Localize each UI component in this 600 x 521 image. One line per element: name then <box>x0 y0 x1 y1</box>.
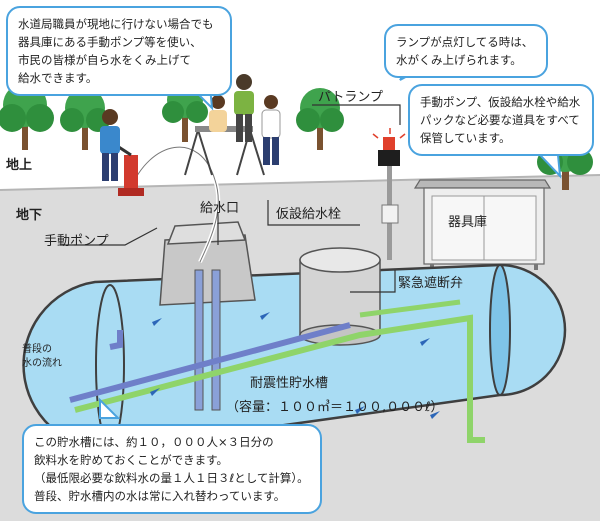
label-water-inlet: 給水口 <box>200 201 240 216</box>
bubble-tank-capacity-info: この貯水槽には、約１０，０００人×３日分の 飲料水を貯めておくことができます。 … <box>22 424 322 514</box>
label-hand-pump: 手動ポンプ <box>44 234 109 249</box>
person-icon <box>209 95 227 132</box>
bubble-line: 水がくみ上げられます。 <box>396 53 522 67</box>
bubble-line: 水道局職員が現地に行けない場合でも <box>18 17 214 31</box>
label-temporary-faucet: 仮設給水栓 <box>276 207 342 222</box>
bubble-line: 普段、貯水槽内の水は常に入れ替わっています。 <box>34 489 286 503</box>
blue-pipe <box>69 322 351 403</box>
ground-line <box>0 174 600 191</box>
label-below-ground: 地下 <box>16 208 43 223</box>
water-inlet-structure <box>159 221 256 411</box>
storage-shed <box>413 179 552 270</box>
leader-faucet <box>267 200 360 226</box>
bubble-line: パックなど必要な道具をすべて <box>420 113 580 127</box>
bubble-line: この貯水槽には、約１０，０００人×３日分の <box>34 435 274 449</box>
person-icon <box>261 95 281 165</box>
flow-arrows <box>150 312 440 419</box>
bubble-line: 給水できます。 <box>18 71 98 85</box>
bubble-manual-pump-info: 水道局職員が現地に行けない場合でも 器具庫にある手動ポンプ等を使い、 市民の皆様… <box>6 6 232 96</box>
bubble-lamp-info: ランプが点灯してる時は、 水がくみ上げられます。 <box>384 24 548 78</box>
tree-icon <box>296 88 344 150</box>
bubble-storage-info: 手動ポンプ、仮設給水栓や給水 パックなど必要な道具をすべて 保管しています。 <box>408 84 594 156</box>
label-normal-flow-line: 水の流れ <box>22 358 62 369</box>
bubble-line: 保管しています。 <box>420 131 511 145</box>
bubble-line: 器具庫にある手動ポンプ等を使い、 <box>18 35 202 49</box>
hose-outline <box>129 146 219 263</box>
bubble-line: ランプが点灯してる時は、 <box>396 35 534 49</box>
person-icon <box>100 109 120 181</box>
person-icon <box>234 74 254 142</box>
valve-chamber <box>299 247 381 346</box>
label-patrol-lamp: パトランプ <box>318 90 384 105</box>
green-pipe <box>74 299 485 443</box>
label-tank-capacity: （容量：１００㎥＝１００,０００ℓ） <box>226 400 444 415</box>
bubble-tail <box>99 397 121 419</box>
leader-patolamp <box>312 104 401 125</box>
bubble-line: 市民の皆様が自ら水をくみ上げて <box>18 53 191 67</box>
label-above-ground: 地上 <box>6 158 33 173</box>
bubble-line: （最低限必要な飲料水の量１人１日３ℓとして計算）。 <box>34 471 309 485</box>
label-normal-flow-line: 普段の <box>22 344 52 355</box>
leader-hand-pump <box>60 227 158 246</box>
label-storage: 器具庫 <box>448 215 488 230</box>
leader-valve <box>350 270 396 293</box>
label-tank-name: 耐震性貯水槽 <box>250 376 329 391</box>
label-emergency-valve: 緊急遮断弁 <box>398 276 464 291</box>
bubble-line: 手動ポンプ、仮設給水栓や給水 <box>420 95 581 109</box>
bubble-line: 飲料水を貯めておくことができます。 <box>34 453 229 467</box>
patrol-lamp <box>372 128 406 260</box>
label-normal-flow: 普段の 水の流れ <box>22 343 62 371</box>
